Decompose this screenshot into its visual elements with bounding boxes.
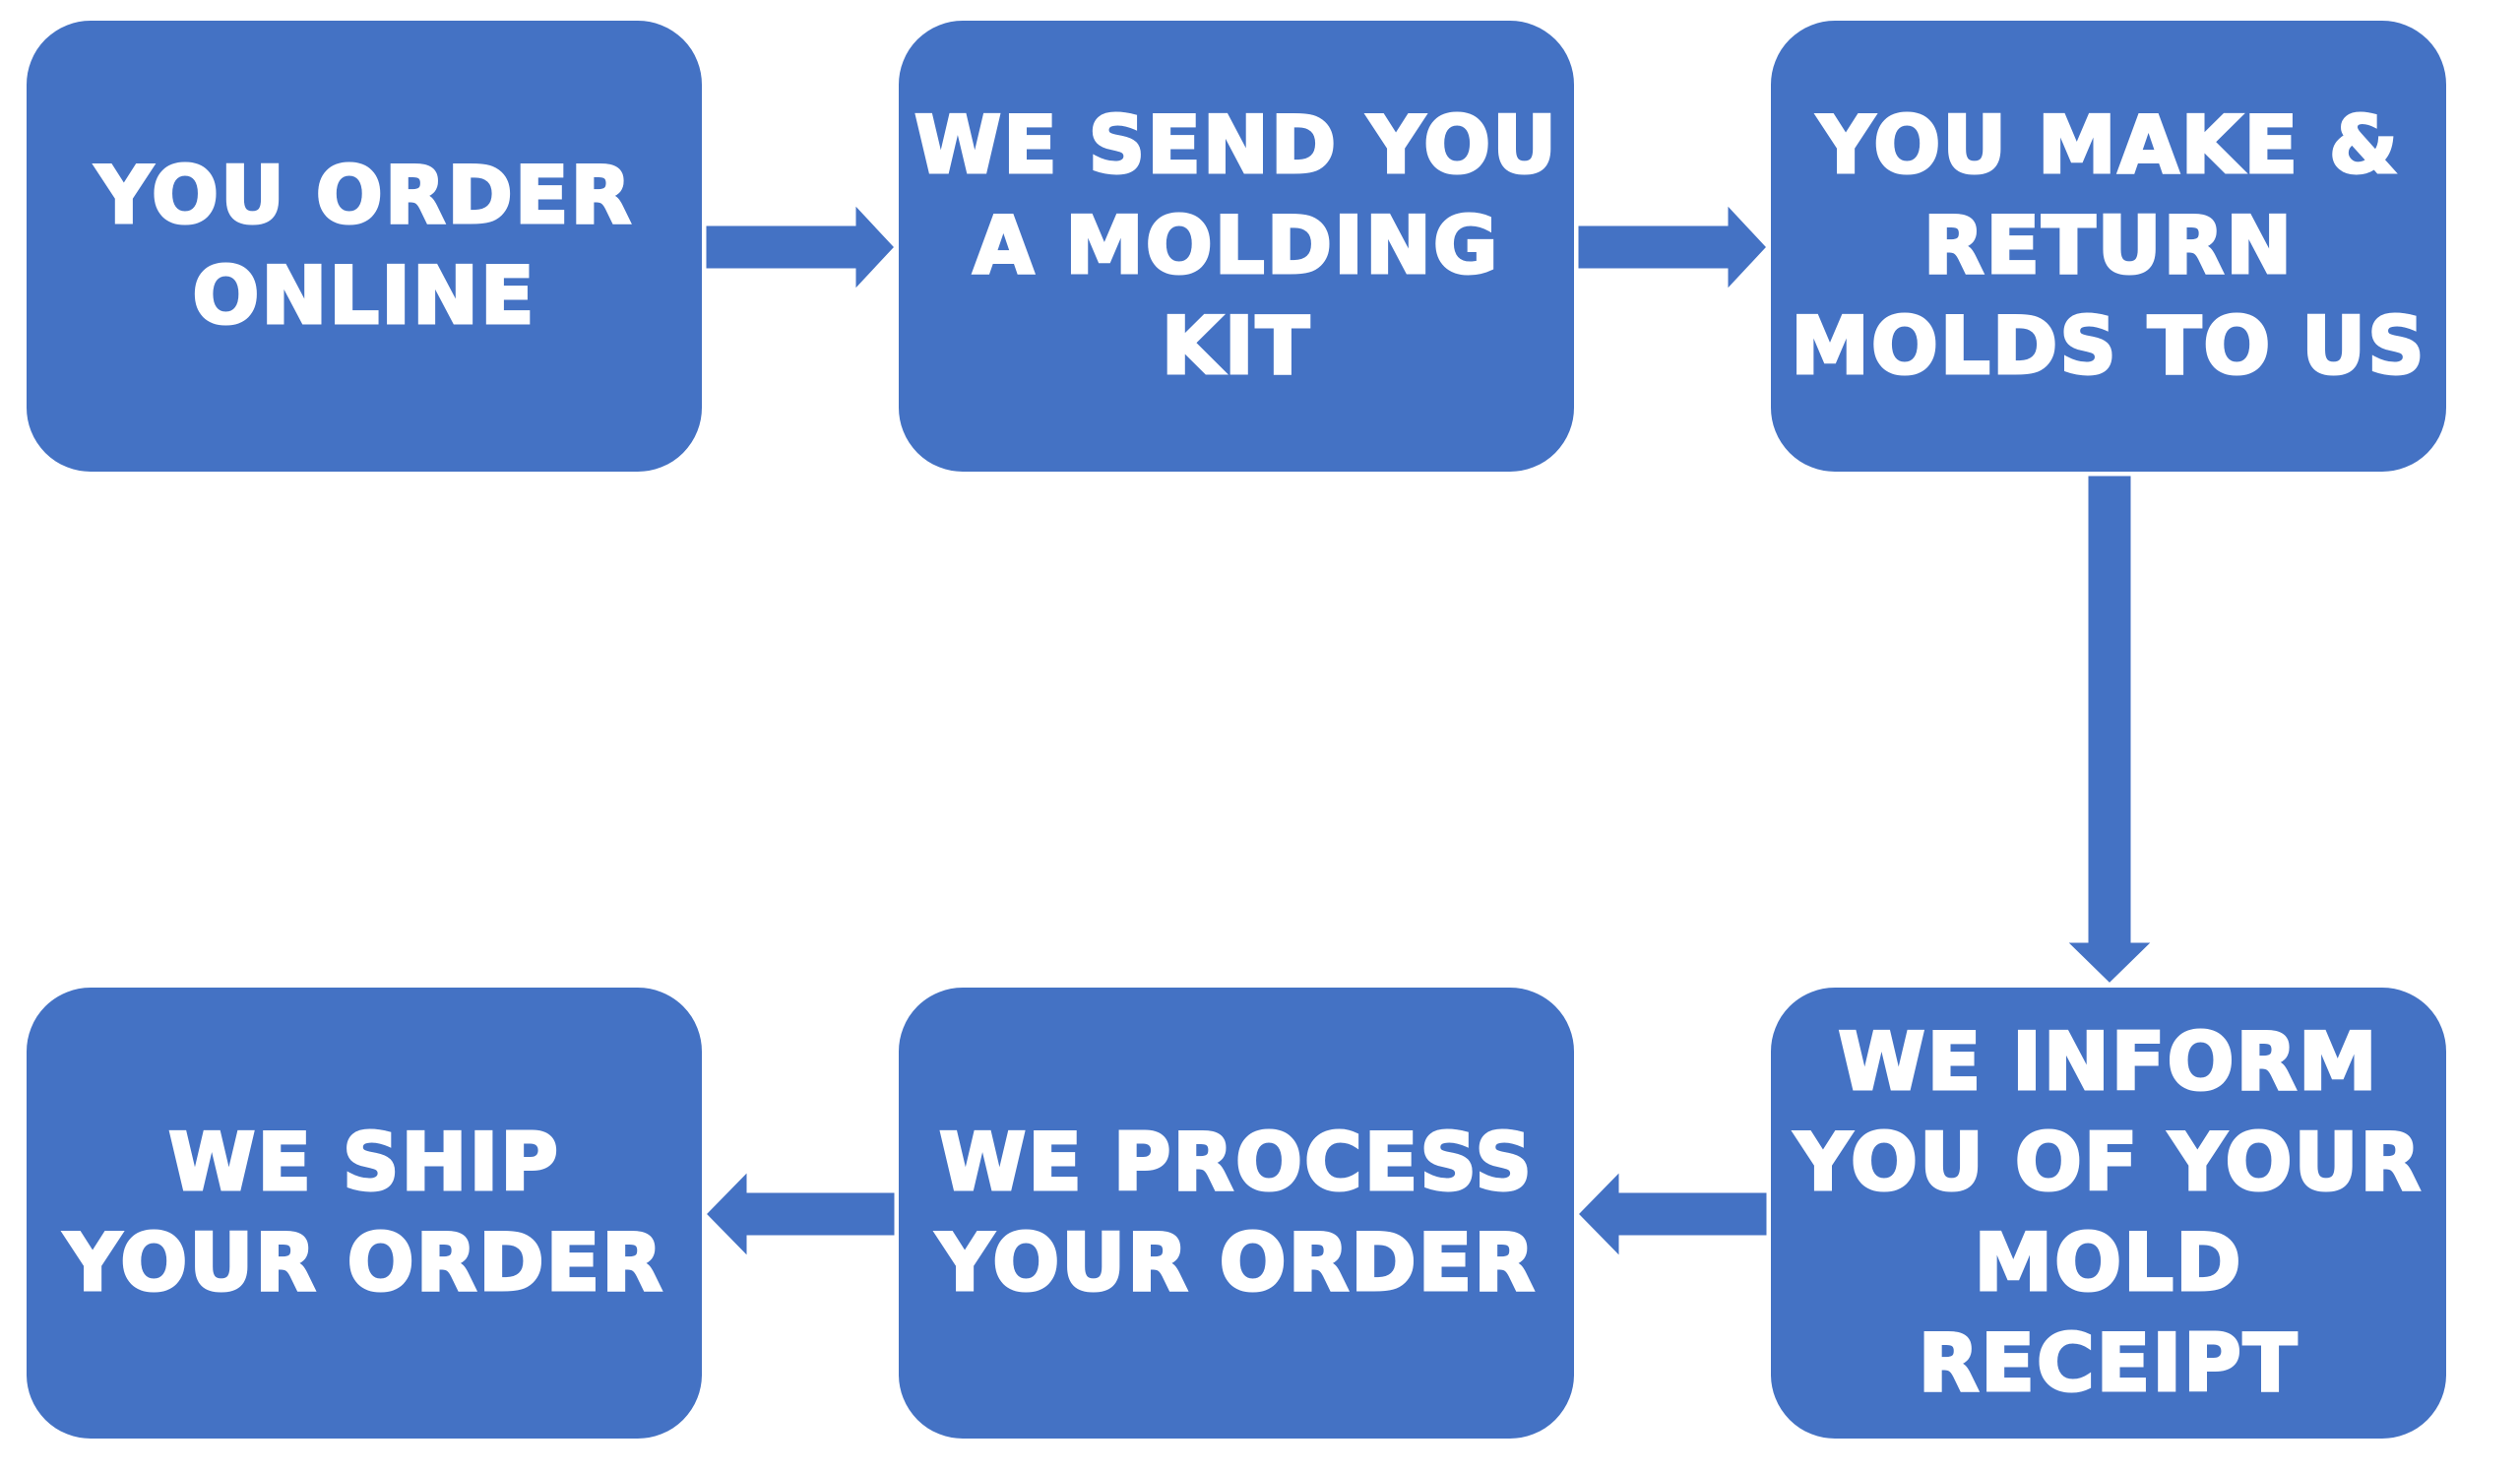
step-label: WE PROCESS YOUR ORDER — [935, 1116, 1537, 1311]
step-order-online: YOU ORDER ONLINE — [24, 18, 705, 475]
step-send-molding-kit: WE SEND YOU A MOLDING KIT — [896, 18, 1577, 475]
step-make-return-molds: YOU MAKE & RETURN MOLDS TO US — [1768, 18, 2449, 475]
step-inform-mold-receipt: WE INFORM YOU OF YOUR MOLD RECEIPT — [1768, 985, 2449, 1441]
step-label: YOU ORDER ONLINE — [94, 149, 634, 344]
arrow-molds-to-receipt — [2061, 473, 2158, 988]
step-ship-order: WE SHIP YOUR ORDER — [24, 985, 705, 1441]
step-label: YOU MAKE & RETURN MOLDS TO US — [1790, 98, 2426, 394]
step-label: WE SHIP YOUR ORDER — [63, 1116, 664, 1311]
arrow-receipt-to-process — [1574, 1166, 1770, 1262]
arrow-process-to-ship — [702, 1166, 898, 1262]
step-label: WE INFORM YOU OF YOUR MOLD RECEIPT — [1793, 1015, 2424, 1411]
arrow-kit-to-molds — [1575, 199, 1771, 295]
step-process-order: WE PROCESS YOUR ORDER — [896, 985, 1577, 1441]
step-label: WE SEND YOU A MOLDING KIT — [913, 98, 1559, 394]
arrow-order-to-kit — [703, 199, 899, 295]
